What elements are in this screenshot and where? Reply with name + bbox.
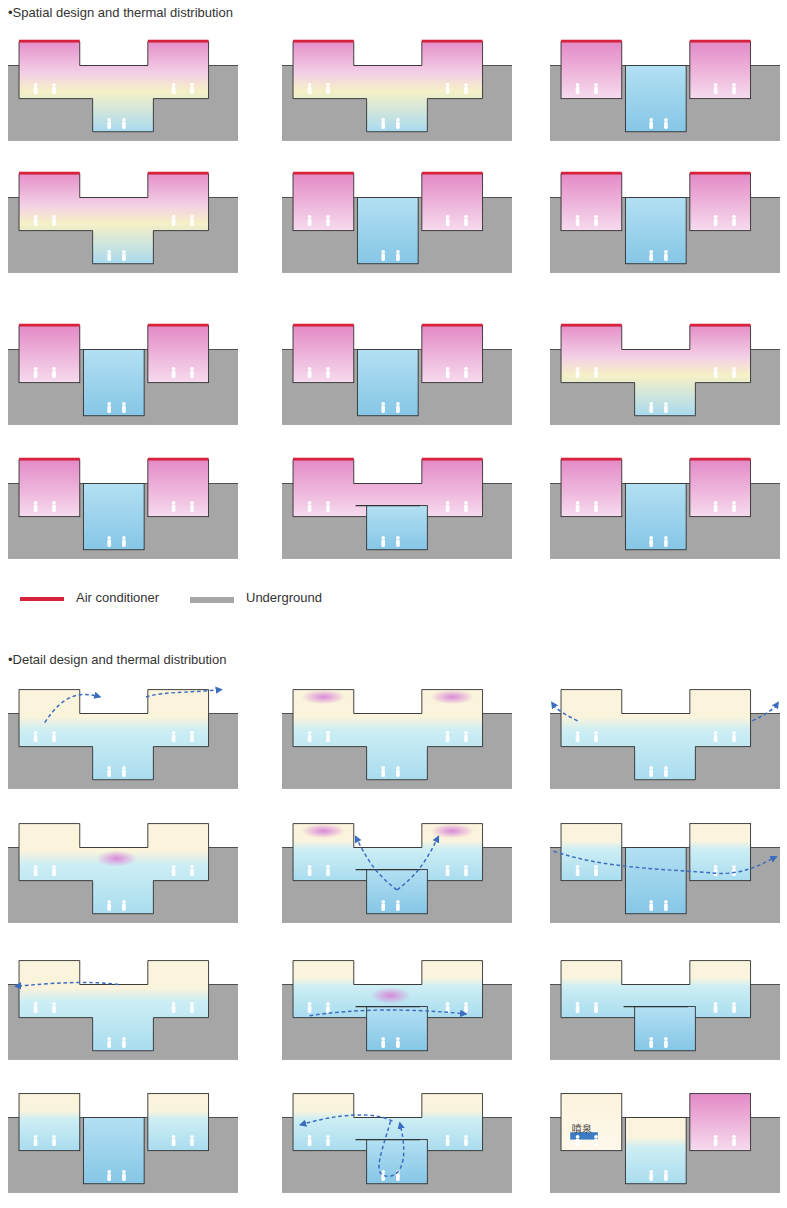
section-illustration [8,454,238,559]
section-illustration [282,320,512,425]
section-illustration [550,454,780,559]
section-illustration [8,684,238,789]
section-illustration [8,320,238,425]
fountain-label: 噴泉 [572,1122,592,1136]
legend-swatch [20,597,64,601]
section-illustration [282,1088,512,1193]
section-illustration [282,168,512,273]
legend-text: Underground [246,590,322,605]
section-illustration [550,36,780,141]
section-illustration [282,955,512,1060]
section-illustration [550,955,780,1060]
section-heading: •Spatial design and thermal distribution [8,5,233,20]
section-illustration [282,454,512,559]
section-illustration [282,36,512,141]
section-illustration [8,1088,238,1193]
legend-swatch [190,597,234,603]
legend-text: Air conditioner [76,590,159,605]
section-illustration [8,168,238,273]
section-illustration [550,168,780,273]
section-illustration [282,818,512,923]
section-illustration [282,684,512,789]
section-illustration [8,818,238,923]
section-illustration [550,320,780,425]
section-illustration [550,684,780,789]
section-heading: •Detail design and thermal distribution [8,652,226,667]
section-illustration [550,1088,780,1193]
section-illustration [550,818,780,923]
section-illustration [8,955,238,1060]
section-illustration [8,36,238,141]
